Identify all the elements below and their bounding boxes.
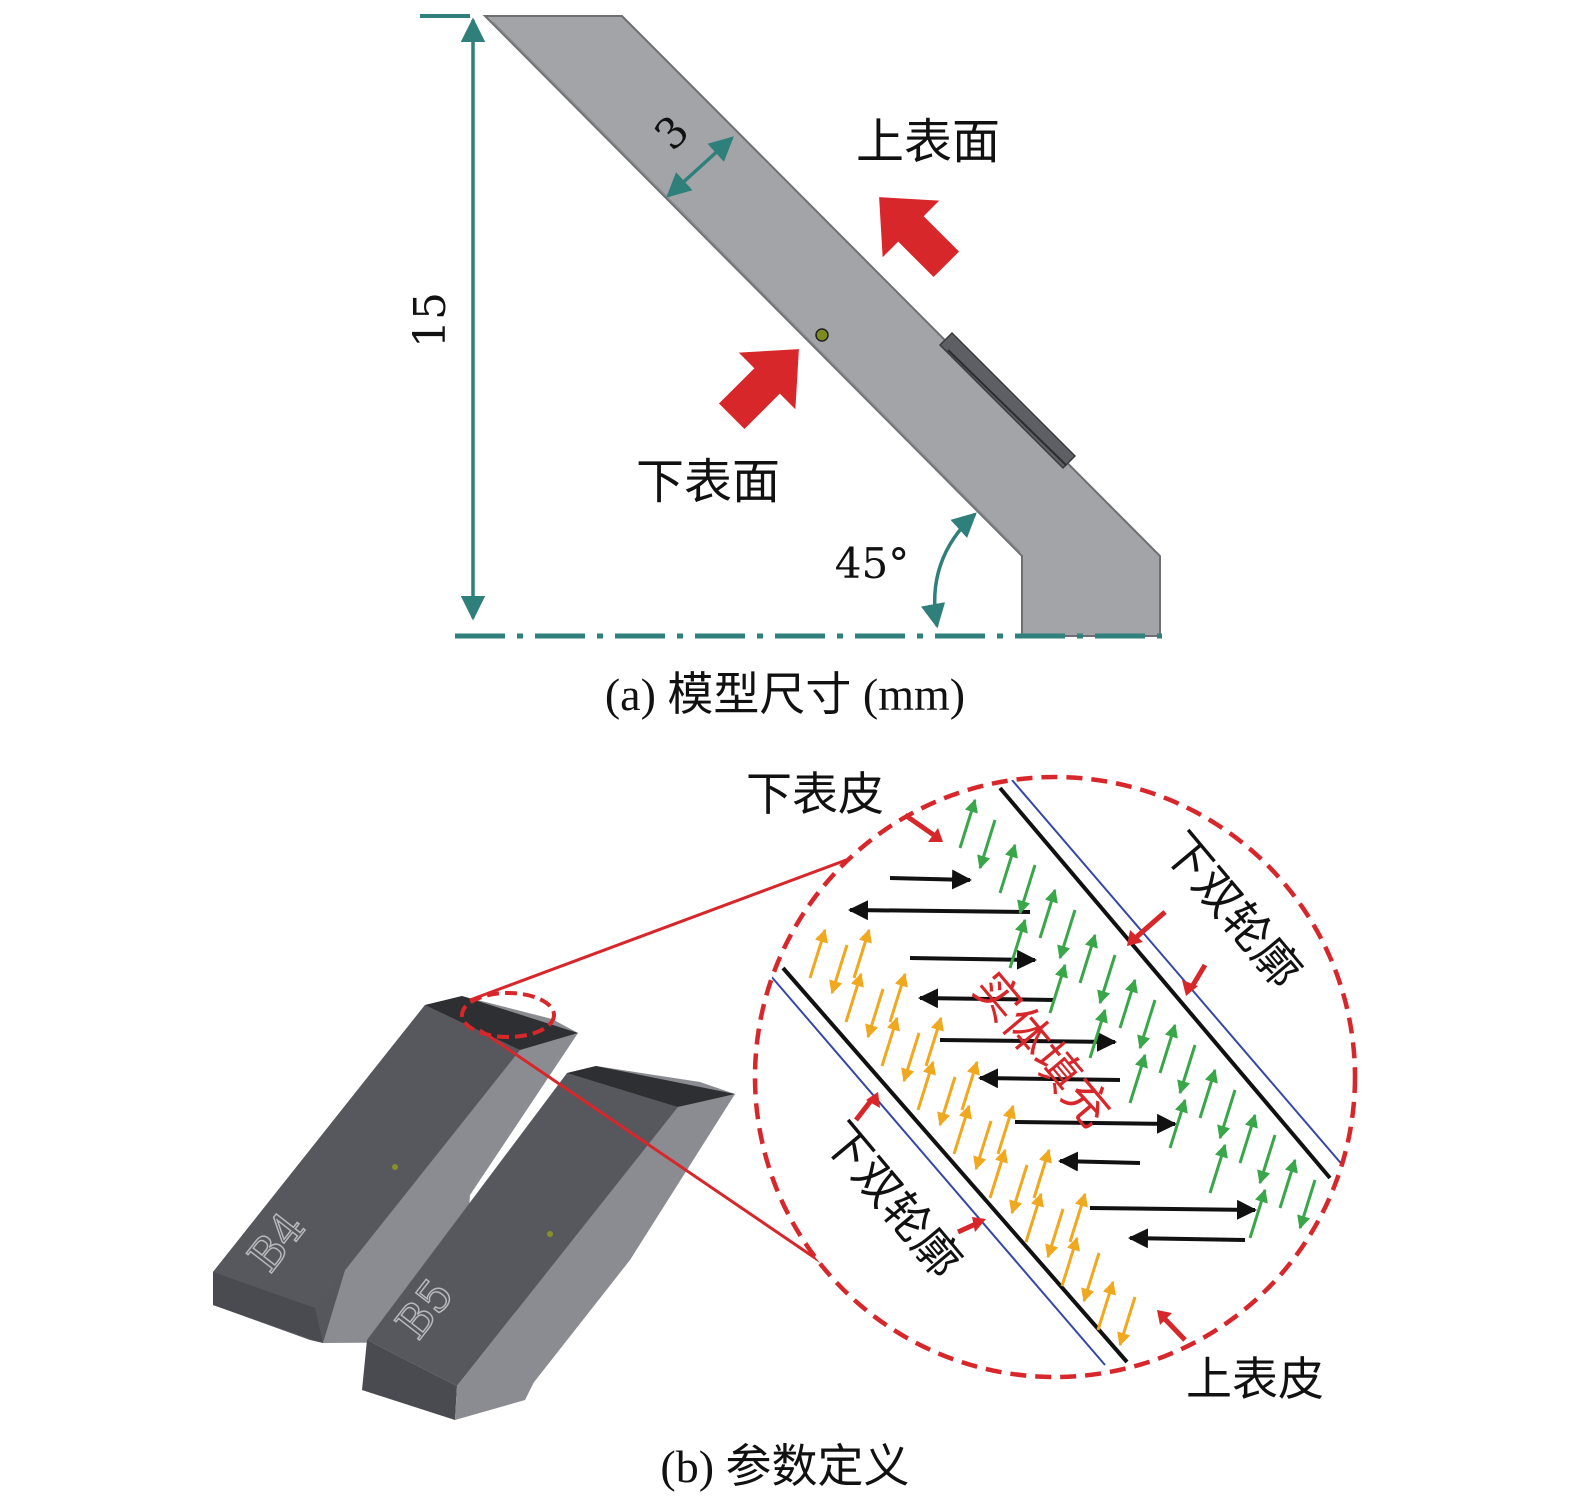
wall-arrow <box>901 1032 921 1083</box>
wall-arrow <box>829 944 849 995</box>
wall-arrow <box>996 1104 1016 1155</box>
wall-arrow <box>1078 933 1098 984</box>
wall-arrow <box>916 1060 936 1111</box>
wall-arrow <box>1278 1158 1298 1209</box>
wall-arrow <box>1096 1280 1116 1331</box>
wall-arrow <box>1068 1192 1088 1243</box>
angle-dimension-label: 45° <box>835 539 909 588</box>
thickness-dimension <box>666 136 734 198</box>
pointer-arrow-icon <box>854 812 1208 1342</box>
wall-arrow <box>1081 1252 1101 1303</box>
wall-arrow <box>1158 1023 1178 1074</box>
panel-b: B4 B5 <box>213 767 1358 1492</box>
wall-arrow <box>888 972 908 1023</box>
magnified-region-circle <box>752 774 1358 1380</box>
part-b5: B5 <box>362 1066 735 1420</box>
wall-arrow <box>1088 1008 1108 1059</box>
wall-arrow <box>1137 999 1157 1050</box>
lower-surface-arrow-icon <box>718 349 799 430</box>
wall-arrow <box>1177 1044 1197 1095</box>
height-dimension-label: 15 <box>405 292 456 348</box>
wall-arrow <box>1097 954 1117 1005</box>
infill-arrow <box>978 1068 1121 1089</box>
panel-a: 15 3 45° 上表面 下表面 (a) 模型尺寸 (mm) <box>405 14 1162 720</box>
infill-arrow <box>909 949 1037 970</box>
detail-highlight-ellipse <box>460 991 556 1039</box>
wall-arrow <box>1060 1236 1080 1287</box>
wall-arrow <box>1045 1208 1065 1259</box>
wall-arrow <box>1257 1134 1277 1185</box>
wall-arrow <box>1038 888 1058 939</box>
upper-surface-arrow-icon <box>879 197 960 278</box>
wall-arrow <box>1248 1188 1268 1239</box>
attachment-bar <box>938 331 1077 470</box>
infill-arrow <box>848 900 1031 921</box>
upper-surface-label: 上表面 <box>856 114 1000 170</box>
wall-arrow <box>937 1076 957 1127</box>
panel-a-caption: (a) 模型尺寸 (mm) <box>605 669 965 720</box>
contour-line <box>769 974 1106 1366</box>
wall-arrow <box>998 843 1018 894</box>
height-dimension <box>420 14 486 621</box>
infill-arrow <box>889 869 972 890</box>
wall-arrows <box>808 798 1317 1347</box>
wall-arrow <box>1048 963 1068 1014</box>
wall-arrow <box>988 1148 1008 1199</box>
infill-arrow <box>1058 1151 1141 1172</box>
wall-arrow <box>958 798 978 849</box>
lower-skin-label: 下表皮 <box>746 767 884 821</box>
wall-arrow <box>1057 909 1077 960</box>
contour-line <box>781 966 1129 1364</box>
part-profile <box>482 15 1161 637</box>
lower-surface-label: 下表面 <box>636 454 780 510</box>
wall-arrow <box>1009 1164 1029 1215</box>
wall-arrow <box>844 972 864 1023</box>
infill-arrows <box>848 869 1257 1249</box>
wall-arrow <box>952 1104 972 1155</box>
wall-arrow <box>1238 1113 1258 1164</box>
wall-arrow <box>865 988 885 1039</box>
infill-arrow <box>918 988 1056 1009</box>
upper-skin-label: 上表皮 <box>1186 1352 1324 1406</box>
wall-arrow <box>973 1120 993 1171</box>
wall-arrow <box>808 928 828 979</box>
infill-arrow <box>1089 1199 1257 1220</box>
wall-arrow <box>1198 1068 1218 1119</box>
angle-dimension-arc <box>921 512 977 629</box>
wall-arrow <box>1117 1296 1137 1347</box>
magnified-toolpath <box>755 777 1355 1377</box>
wall-arrow <box>1217 1089 1237 1140</box>
zoom-connector-top <box>469 838 901 1002</box>
contour-line <box>998 786 1332 1180</box>
wall-arrow <box>977 819 997 870</box>
wall-arrow <box>960 1060 980 1111</box>
wall-arrow <box>852 928 872 979</box>
center-point-marker <box>815 328 829 342</box>
wall-arrow <box>1008 918 1028 969</box>
wall-arrow <box>924 1016 944 1067</box>
wall-arrow <box>1297 1179 1317 1230</box>
part-edge <box>492 21 1021 553</box>
infill-arrow <box>1014 1113 1177 1134</box>
wall-arrow <box>1017 864 1037 915</box>
wall-arrow <box>880 1016 900 1067</box>
wall-arrow <box>1168 1098 1188 1149</box>
infill-arrow <box>939 1031 1117 1052</box>
wall-arrow <box>1128 1053 1148 1104</box>
wall-arrow <box>1208 1143 1228 1194</box>
wall-arrow <box>1032 1148 1052 1199</box>
infill-arrow <box>1128 1228 1246 1249</box>
wall-arrow <box>1024 1192 1044 1243</box>
part-b4: B4 <box>213 996 578 1343</box>
zoom-connector-bottom <box>479 1028 841 1277</box>
wall-arrow <box>1118 978 1138 1029</box>
panel-b-caption: (b) 参数定义 <box>660 1441 909 1492</box>
contour-line <box>1011 779 1346 1169</box>
